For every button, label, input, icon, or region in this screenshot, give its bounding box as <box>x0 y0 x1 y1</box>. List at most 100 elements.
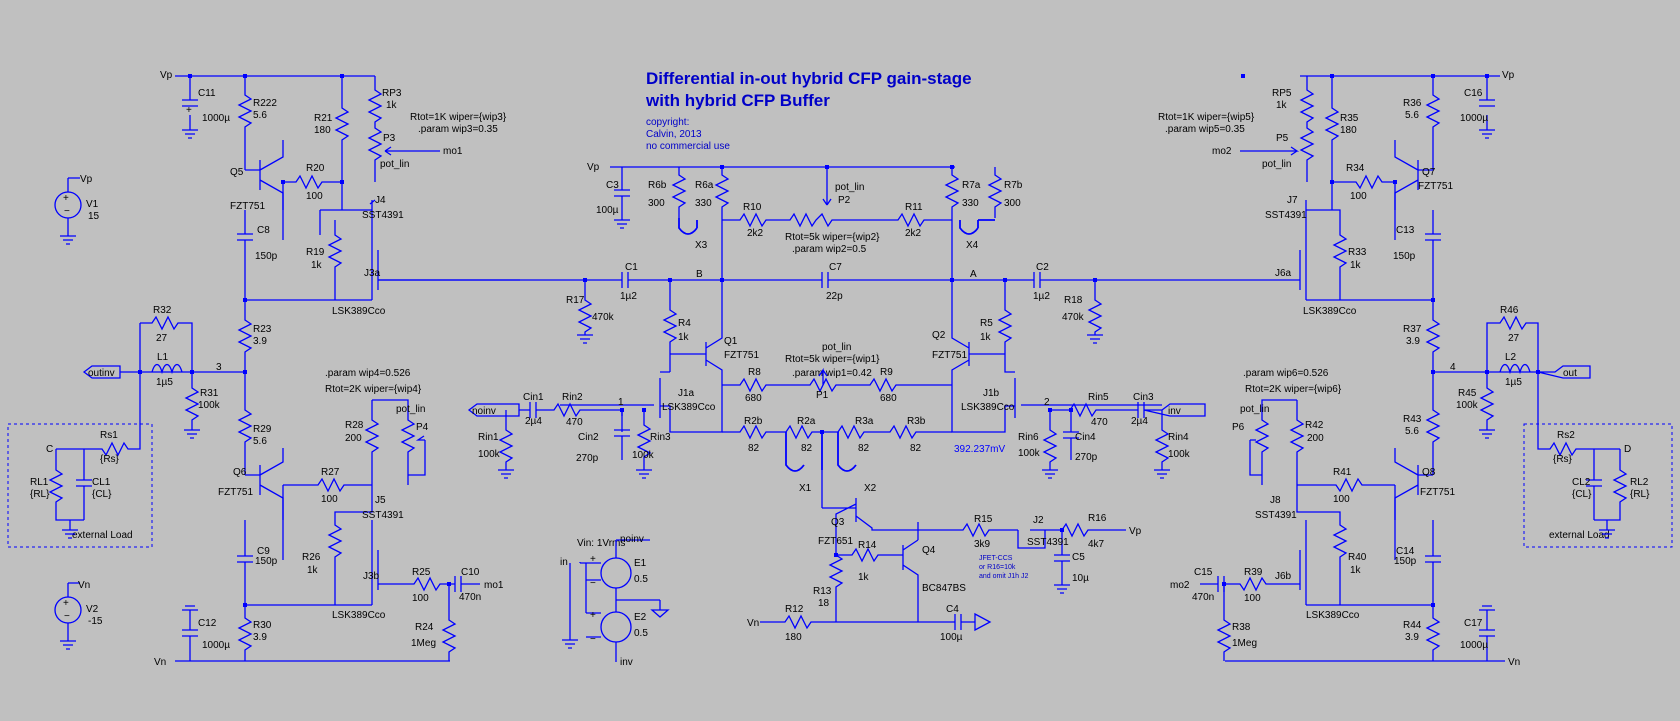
jfet-j3b-r25-c10[interactable] <box>371 520 480 605</box>
resistor-r30[interactable] <box>237 604 372 661</box>
svg-text:100: 100 <box>1350 191 1367 202</box>
jumper-x4[interactable] <box>959 219 995 235</box>
resistor-r41[interactable] <box>1297 477 1395 493</box>
resistor-r34[interactable] <box>1332 174 1395 190</box>
jfet-j4[interactable] <box>319 182 376 235</box>
resistor-r18[interactable] <box>1087 280 1103 344</box>
svg-text:4k7: 4k7 <box>1088 539 1105 550</box>
transistor-q3-r15[interactable] <box>821 470 1018 545</box>
svg-text:−: − <box>590 578 596 589</box>
resistor-r44[interactable] <box>1306 604 1441 661</box>
jfet-j6a[interactable] <box>1285 220 1433 301</box>
resistor-r45[interactable] <box>1479 372 1495 439</box>
transistor-q7[interactable] <box>1394 140 1433 210</box>
svg-text:Q7: Q7 <box>1422 167 1436 178</box>
svg-text:R27: R27 <box>321 467 340 478</box>
svg-text:R32: R32 <box>153 305 172 316</box>
inductor-l2-port-out[interactable] <box>1499 363 1591 379</box>
svg-text:J4: J4 <box>375 195 386 206</box>
vcvs-e1[interactable]: noinv in +− E10.5 <box>560 534 661 610</box>
resistor-r17[interactable] <box>577 280 593 344</box>
resistor-r20[interactable] <box>283 174 342 190</box>
resistor-r36[interactable] <box>1425 76 1441 170</box>
resistor-r26[interactable] <box>327 485 373 605</box>
potentiometer-p5[interactable] <box>1240 76 1315 182</box>
svg-text:C12: C12 <box>198 618 217 629</box>
capacitor-c13[interactable] <box>1394 182 1441 300</box>
voltage-source-v1[interactable]: Vp +− V1 15 <box>54 174 100 245</box>
capacitor-c14[interactable] <box>1394 485 1441 605</box>
resistor-r21[interactable] <box>334 76 350 182</box>
svg-text:Rtot=2K wiper={wip4}: Rtot=2K wiper={wip4} <box>325 384 422 395</box>
resistor-chain-r2b-r2a-r3a-r3b[interactable] <box>722 424 952 440</box>
capacitor-c8[interactable] <box>237 233 253 241</box>
svg-text:+: + <box>590 554 596 565</box>
resistor-r222[interactable] <box>237 76 253 170</box>
svg-text:SST4391: SST4391 <box>362 210 404 221</box>
resistor-r13-r14-transistor-q4[interactable] <box>828 539 919 622</box>
resistor-r46[interactable] <box>1433 315 1539 373</box>
jfet-j1a[interactable] <box>560 354 723 433</box>
jfet-j3a[interactable] <box>371 220 520 300</box>
capacitor-c17[interactable] <box>1479 605 1495 661</box>
voltage-source-v2[interactable]: Vn +− V2 -15 <box>54 580 103 650</box>
resistor-r23[interactable] <box>237 300 253 372</box>
resistor-r28-potentiometer-p4[interactable] <box>364 399 426 485</box>
external-load-box-right[interactable] <box>1523 423 1673 548</box>
input-network-inv[interactable] <box>1042 402 1206 479</box>
resistor-r43[interactable] <box>1425 372 1441 475</box>
inductor-l1[interactable] <box>151 363 183 375</box>
resistor-r24[interactable] <box>441 584 457 661</box>
resistor-r4-transistor-q1[interactable] <box>662 280 723 385</box>
jfet-j1b[interactable] <box>951 354 1162 433</box>
resistor-r42-potentiometer-p6[interactable] <box>1249 399 1305 485</box>
svg-text:C3: C3 <box>606 180 619 191</box>
svg-text:Q3: Q3 <box>831 517 845 528</box>
resistor-r19[interactable] <box>327 220 343 300</box>
capacitor-c16[interactable] <box>1479 76 1495 139</box>
svg-text:330: 330 <box>695 198 712 209</box>
capacitor-c3[interactable] <box>614 167 630 229</box>
svg-text:R26: R26 <box>302 552 321 563</box>
resistor-r6a[interactable] <box>714 167 730 280</box>
port-outinv[interactable] <box>82 365 140 379</box>
resistor-chain-r10-p2-r11[interactable] <box>722 212 952 228</box>
capacitor-c12[interactable] <box>182 605 198 661</box>
resistors-rin1-rin3[interactable] <box>498 410 652 479</box>
svg-text:{CL}: {CL} <box>92 489 112 500</box>
net-vn-left: Vn <box>154 657 166 668</box>
resistor-r37[interactable] <box>1425 300 1441 372</box>
jfet-j2-r16-c5[interactable] <box>1017 522 1126 594</box>
resistor-r29[interactable] <box>237 372 253 475</box>
vcvs-e2[interactable]: +− E20.5 inv <box>562 563 670 668</box>
resistor-r38[interactable] <box>1216 584 1232 661</box>
resistor-r5-transistor-q2[interactable] <box>951 280 1013 385</box>
load-network-right[interactable] <box>1537 372 1628 539</box>
resistor-r35[interactable] <box>1324 76 1340 182</box>
resistor-r32[interactable] <box>139 315 245 373</box>
svg-text:Rtot=2K wiper={wip6}: Rtot=2K wiper={wip6} <box>1245 384 1342 395</box>
transistor-q5[interactable] <box>245 140 284 210</box>
external-load-box-left[interactable] <box>7 423 153 548</box>
load-network-left[interactable] <box>48 372 141 539</box>
resistor-r12-capacitor-c4[interactable] <box>760 600 992 632</box>
svg-text:1k: 1k <box>1276 100 1288 111</box>
jfet-j7-resistor-r33[interactable] <box>1305 182 1348 300</box>
jumper-x3[interactable] <box>678 218 698 235</box>
resistor-r40[interactable] <box>1296 485 1348 605</box>
svg-text:1k: 1k <box>980 332 992 343</box>
transistor-q6[interactable] <box>245 448 284 520</box>
svg-text:and omit J1h J2: and omit J1h J2 <box>979 573 1029 580</box>
resistor-r27[interactable] <box>283 477 372 493</box>
resistor-r7b[interactable] <box>987 167 1003 218</box>
capacitor-c9[interactable] <box>237 485 284 605</box>
resistor-r6b[interactable] <box>671 167 687 218</box>
resistor-chain-r8-p1-r9[interactable] <box>722 367 952 393</box>
resistor-r7a[interactable] <box>944 167 960 280</box>
transistor-q8[interactable] <box>1394 448 1433 520</box>
potentiometer-p3[interactable] <box>367 76 383 182</box>
resistor-r31[interactable] <box>184 372 200 439</box>
jumpers-x1-x2[interactable] <box>785 432 857 472</box>
